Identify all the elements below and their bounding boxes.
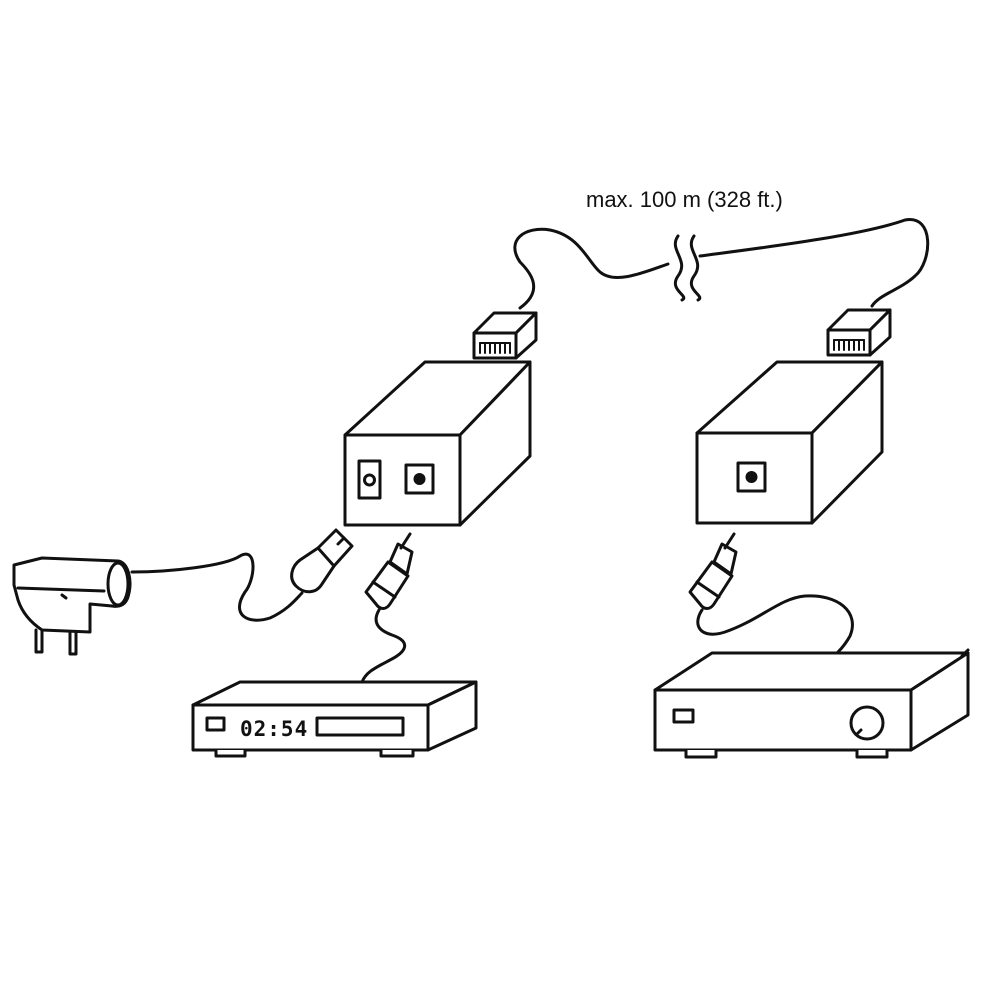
amplifier-foot-left <box>684 750 718 759</box>
player-display: 02:54 <box>240 717 308 741</box>
audio-socket-left <box>404 463 435 495</box>
dc-power-socket <box>357 459 382 500</box>
amplifier <box>653 648 970 759</box>
rj45-plug-left <box>472 311 538 360</box>
player-foot-left <box>214 750 247 758</box>
rca-cable-right <box>688 532 854 654</box>
disc-tray <box>315 716 405 737</box>
player-foot-right <box>379 750 415 758</box>
rca-cable-left <box>360 532 414 684</box>
amplifier-indicator-light <box>672 708 695 724</box>
cable-length-label: max. 100 m (328 ft.) <box>586 187 783 212</box>
plug-pin-left <box>34 628 44 654</box>
player-indicator-light <box>205 716 226 732</box>
amplifier-foot-right <box>855 750 889 759</box>
cable-break-right <box>689 234 702 302</box>
power-cable <box>130 552 304 622</box>
cable-break-left <box>673 234 686 302</box>
plug-pin-right <box>68 630 78 656</box>
power-adapter <box>12 552 304 656</box>
dc-jack-plug <box>290 528 354 594</box>
transmitter-box <box>343 360 532 527</box>
media-player: 02:54 <box>191 680 478 758</box>
network-cable <box>513 218 930 310</box>
audio-socket-right <box>736 461 767 493</box>
rj45-plug-right <box>826 308 892 357</box>
receiver-box <box>695 360 884 525</box>
